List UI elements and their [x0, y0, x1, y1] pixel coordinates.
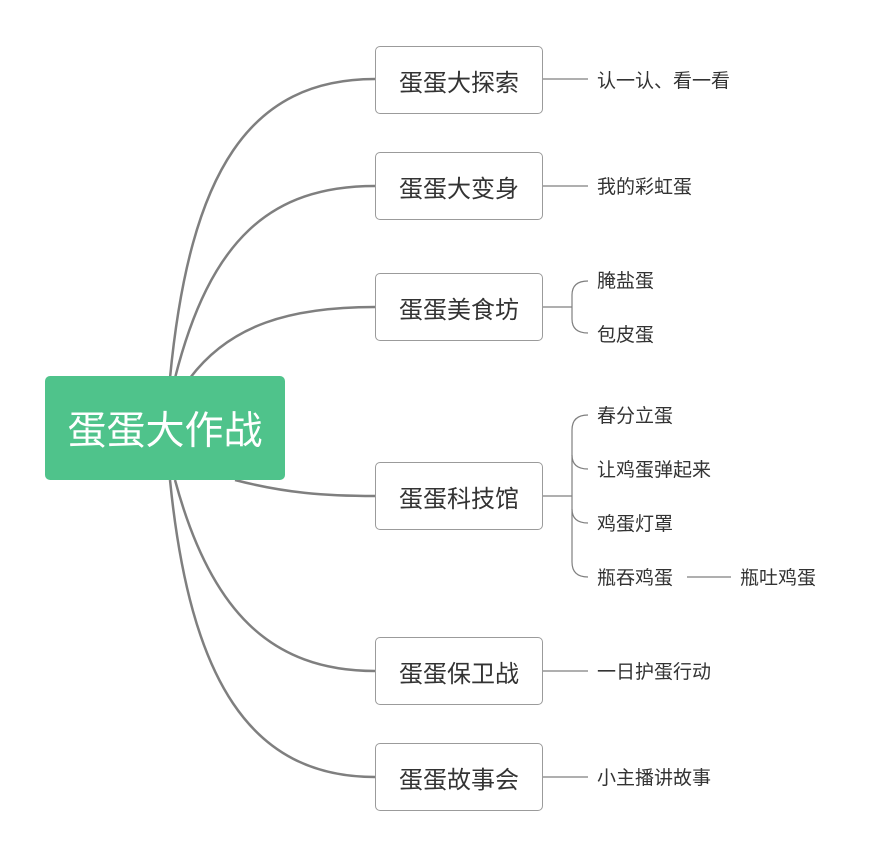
leaf-rainbow-egg[interactable]: 我的彩虹蛋: [597, 176, 693, 198]
branch-node-story[interactable]: 蛋蛋故事会: [375, 743, 543, 811]
root-connector-1: [168, 77, 376, 379]
bracket-4-tick-3: [571, 508, 589, 524]
leaf-egg-protection-day[interactable]: 一日护蛋行动: [597, 661, 712, 683]
root-node[interactable]: 蛋蛋大作战: [45, 376, 285, 480]
branch-label: 蛋蛋科技馆: [399, 484, 519, 513]
bracket-4: [571, 414, 589, 578]
leaf-bottle-spits-egg[interactable]: 瓶吐鸡蛋: [740, 567, 817, 589]
leaf-bottle-swallows-egg[interactable]: 瓶吞鸡蛋: [597, 567, 674, 589]
leaf-egg-lampshade[interactable]: 鸡蛋灯罩: [597, 513, 674, 535]
bracket-4-tick-2: [571, 454, 589, 470]
root-label: 蛋蛋大作战: [67, 409, 263, 454]
root-connector-4: [234, 478, 376, 498]
root-connector-2: [173, 184, 376, 379]
leaf-little-storyteller[interactable]: 小主播讲故事: [597, 767, 712, 789]
branch-label: 蛋蛋美食坊: [399, 295, 519, 324]
branch-node-explore[interactable]: 蛋蛋大探索: [375, 46, 543, 114]
leaf-preserved-egg[interactable]: 包皮蛋: [597, 324, 655, 346]
branch-node-science[interactable]: 蛋蛋科技馆: [375, 462, 543, 530]
leaf-spring-equinox-egg[interactable]: 春分立蛋: [597, 405, 674, 427]
branch-label: 蛋蛋大变身: [399, 174, 519, 203]
branch-node-transform[interactable]: 蛋蛋大变身: [375, 152, 543, 220]
branch-label: 蛋蛋大探索: [399, 68, 519, 97]
branch-node-defense[interactable]: 蛋蛋保卫战: [375, 637, 543, 705]
branch-label: 蛋蛋保卫战: [399, 659, 519, 688]
leaf-look-and-learn[interactable]: 认一认、看一看: [597, 70, 731, 92]
branch-node-food[interactable]: 蛋蛋美食坊: [375, 273, 543, 341]
bracket-3: [571, 280, 589, 334]
root-connector-5: [173, 479, 376, 673]
leaf-salted-egg[interactable]: 腌盐蛋: [597, 270, 655, 292]
root-connector-6: [168, 479, 376, 779]
root-connector-3: [189, 305, 376, 379]
branch-label: 蛋蛋故事会: [399, 765, 519, 794]
leaf-bouncing-egg[interactable]: 让鸡蛋弹起来: [597, 459, 712, 481]
